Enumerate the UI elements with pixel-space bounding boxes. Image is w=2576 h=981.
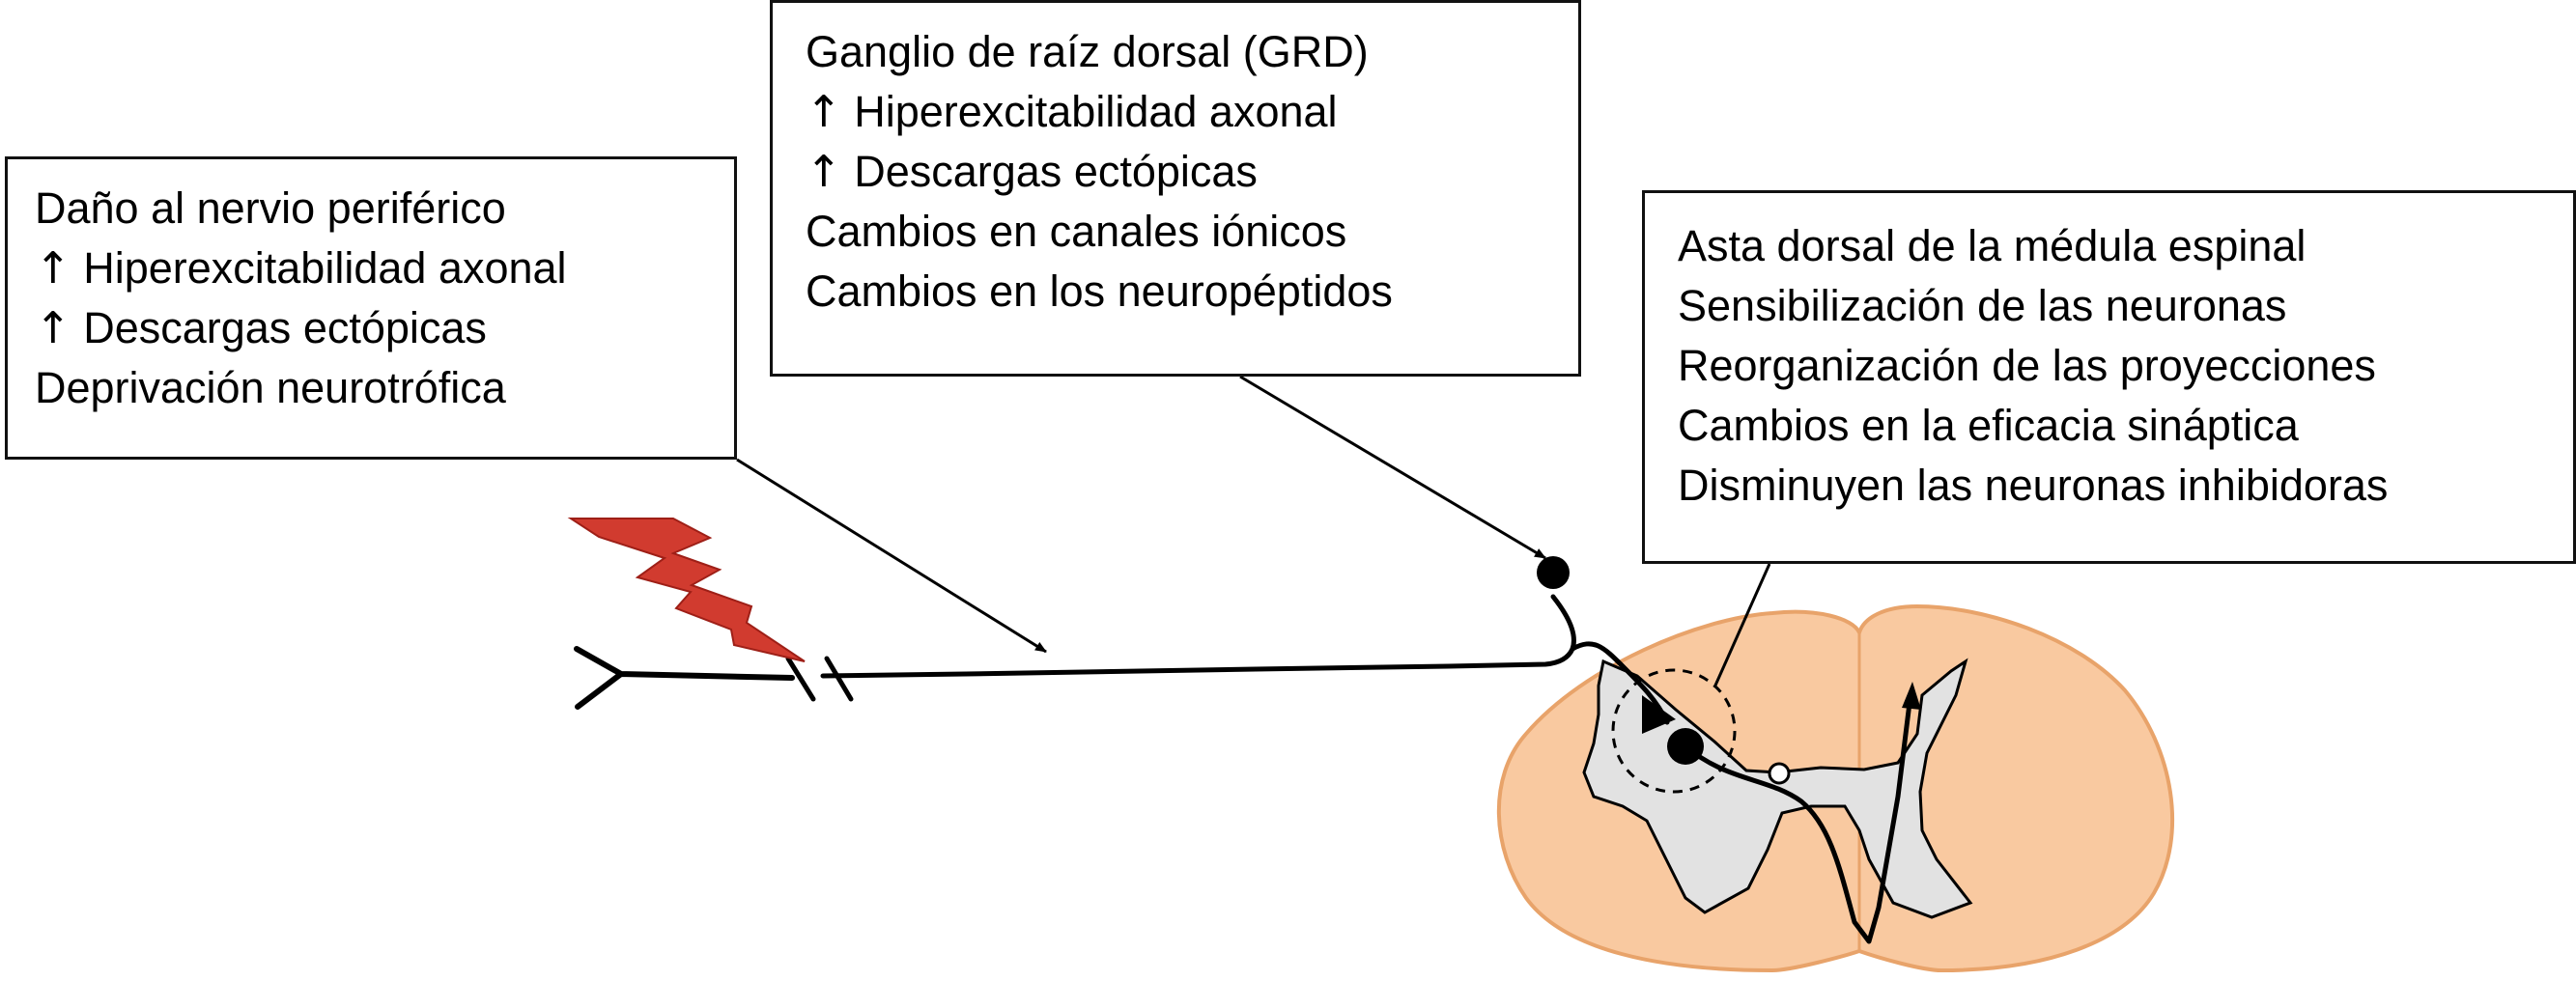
synaptic-terminal-arrowhead: [1642, 695, 1676, 734]
peripheral-line-2: ↑ Hiperexcitabilidad axonal: [35, 242, 567, 294]
dorsal-horn-box: Asta dorsal de la médula espinal Sensibi…: [1642, 190, 2576, 564]
lightning-bolt-icon: [567, 518, 806, 662]
grd-line-4: Cambios en canales iónicos: [806, 207, 1347, 256]
drg-box: Ganglio de raíz dorsal (GRD) ↑ Hiperexci…: [770, 0, 1581, 377]
dorsal-line-2: Sensibilización de las neuronas: [1678, 281, 2287, 330]
dorsal-line-5: Disminuyen las neuronas inhibidoras: [1678, 461, 2389, 510]
dorsal-line-1: Asta dorsal de la médula espinal: [1678, 221, 2307, 270]
primary-afferent-axon: [820, 594, 1670, 725]
nerve-ending-fork: [574, 646, 795, 710]
grd-line-3: ↑ Descargas ectópicas: [806, 146, 1258, 197]
peripheral-nerve-box: Daño al nervio periférico ↑ Hiperexcitab…: [5, 156, 737, 460]
peripheral-line-1: Daño al nervio periférico: [35, 183, 506, 233]
dorsal-line-3: Reorganización de las proyecciones: [1678, 341, 2376, 390]
grd-line-1: Ganglio de raíz dorsal (GRD): [806, 27, 1369, 76]
interneuron-node: [1768, 762, 1791, 785]
arrow-up-icon: ↑: [35, 242, 71, 294]
projection-neuron-path: [1683, 692, 1913, 944]
arrow-up-icon: ↑: [806, 86, 842, 137]
pointer-dorsal-horn: [1713, 563, 1771, 688]
pointer-peripheral: [736, 458, 1047, 654]
grd-line-5: Cambios en los neuropéptidos: [806, 266, 1393, 316]
peripheral-line-3: ↑ Descargas ectópicas: [35, 302, 487, 353]
arrow-up-icon: ↑: [35, 302, 71, 353]
arrow-up-icon: ↑: [806, 146, 842, 197]
peripheral-line-4: Deprivación neurotrófica: [35, 363, 506, 412]
ascending-arrowhead: [1902, 682, 1921, 710]
nerve-cut-marks: [785, 656, 854, 702]
pointer-grd: [1239, 375, 1546, 560]
synapse-dashed-circle: [1611, 668, 1737, 794]
grd-line-2: ↑ Hiperexcitabilidad axonal: [806, 86, 1338, 137]
dorsal-line-4: Cambios en la eficacia sináptica: [1678, 401, 2299, 450]
drg-cell-body: [1537, 556, 1570, 589]
